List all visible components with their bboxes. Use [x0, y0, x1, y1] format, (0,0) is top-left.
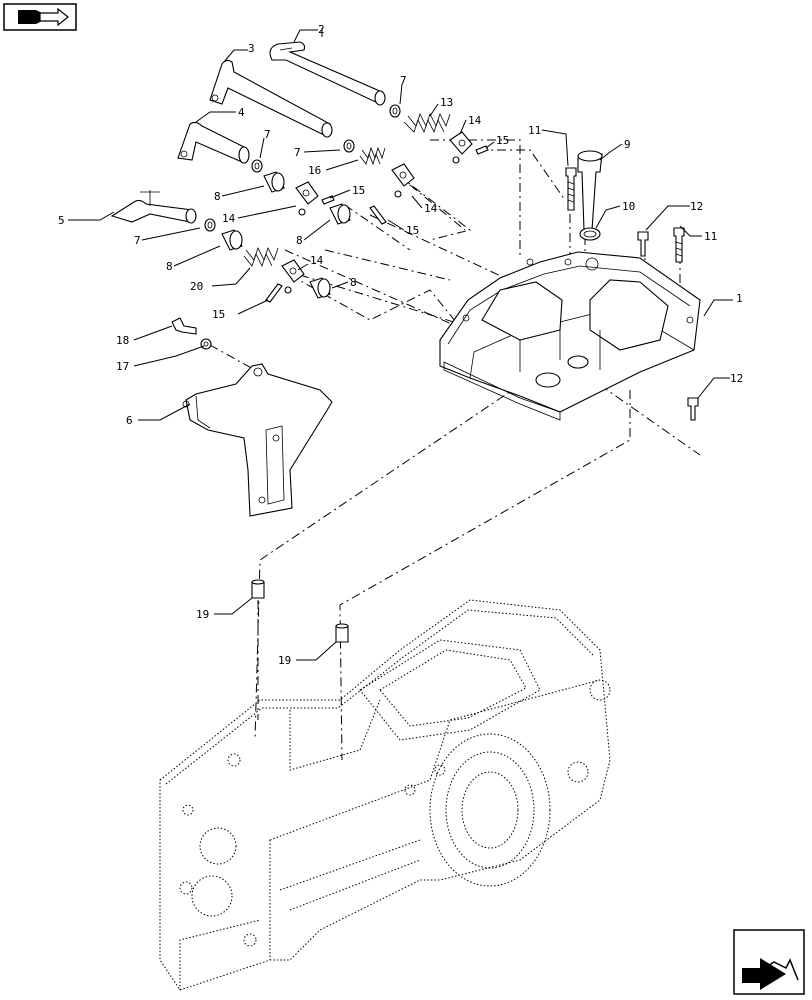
callout-9: 9 — [624, 138, 631, 151]
callout-20: 20 — [190, 280, 203, 293]
callout-5: 5 — [58, 214, 65, 227]
callout-4: 4 — [238, 106, 245, 119]
callout-7d: 7 — [134, 234, 141, 247]
callout-16: 16 — [308, 164, 321, 177]
callout-11b: 11 — [704, 230, 717, 243]
callout-15b: 15 — [352, 184, 365, 197]
callout-14d: 14 — [310, 254, 324, 267]
pin-15d — [265, 283, 283, 303]
callout-17: 17 — [116, 360, 129, 373]
callout-7c: 7 — [294, 146, 301, 159]
callout-14c: 14 — [424, 202, 438, 215]
callout-19b: 19 — [278, 654, 291, 667]
lift-shaft-2 — [269, 41, 386, 106]
screw-11a — [565, 167, 577, 211]
washer-7d — [204, 218, 216, 232]
ball-joint-14a — [449, 131, 473, 164]
callout-12b: 12 — [730, 372, 743, 385]
pin-15c — [369, 205, 387, 225]
callout-12a: 12 — [690, 200, 703, 213]
next-page-arrow-icon[interactable] — [733, 929, 805, 995]
callout-14b: 14 — [222, 212, 236, 225]
callout-13: 13 — [440, 96, 453, 109]
screw-11b — [673, 227, 685, 263]
callout-7a: 7 — [400, 74, 407, 87]
seal-ring-10 — [579, 227, 601, 241]
leader-lines — [68, 29, 733, 661]
callout-8a: 8 — [214, 190, 221, 203]
callout-19a: 19 — [196, 608, 209, 621]
book-arrow-icon[interactable] — [3, 3, 77, 31]
transmission-housing — [159, 599, 611, 991]
dowel-pin-19a — [251, 579, 265, 599]
callout-15d: 15 — [212, 308, 225, 321]
dowel-pin-19b — [335, 623, 349, 643]
washer-7b — [251, 159, 263, 173]
screw-12b — [687, 397, 699, 421]
pin-15a — [475, 145, 489, 155]
callout-3: 3 — [248, 42, 255, 55]
bolt-18 — [171, 317, 197, 335]
lift-shaft-5 — [110, 190, 197, 224]
assembly-guide-lines — [209, 28, 701, 761]
callout-1: 1 — [736, 292, 743, 305]
bushing-8b — [329, 203, 351, 225]
callout-7b: 7 — [264, 128, 271, 141]
callout-8c: 8 — [166, 260, 173, 273]
washer-7a — [389, 104, 401, 118]
ball-joint-14b — [295, 181, 319, 216]
bushing-8a — [263, 171, 285, 193]
callout-2: 2 — [318, 23, 325, 36]
callout-14a: 14 — [468, 114, 482, 127]
valve-9 — [577, 150, 603, 231]
spring-13 — [403, 112, 451, 134]
callout-10: 10 — [622, 200, 635, 213]
washer-17 — [200, 338, 212, 350]
bushing-8d — [309, 277, 331, 299]
spring-16 — [359, 146, 386, 166]
ball-joint-14d — [281, 259, 305, 294]
screw-12a — [637, 231, 649, 257]
callout-11a: 11 — [528, 124, 541, 137]
washer-7c — [343, 139, 355, 153]
bushing-8c — [221, 229, 243, 251]
callout-6: 6 — [126, 414, 133, 427]
callout-15c: 15 — [406, 224, 419, 237]
lift-housing-1 — [439, 251, 701, 421]
lift-shaft-4 — [177, 121, 250, 164]
lift-shaft-3 — [209, 59, 333, 138]
callout-15a: 15 — [496, 134, 509, 147]
spring-20 — [243, 246, 279, 268]
callout-18: 18 — [116, 334, 129, 347]
callout-labels: 1 2 3 4 5 6 7 7 7 7 8 8 8 8 9 10 11 11 1… — [58, 23, 743, 667]
ball-joint-14c — [391, 163, 415, 198]
callout-8b: 8 — [296, 234, 303, 247]
bracket-6 — [182, 363, 333, 517]
callout-8d: 8 — [350, 276, 357, 289]
